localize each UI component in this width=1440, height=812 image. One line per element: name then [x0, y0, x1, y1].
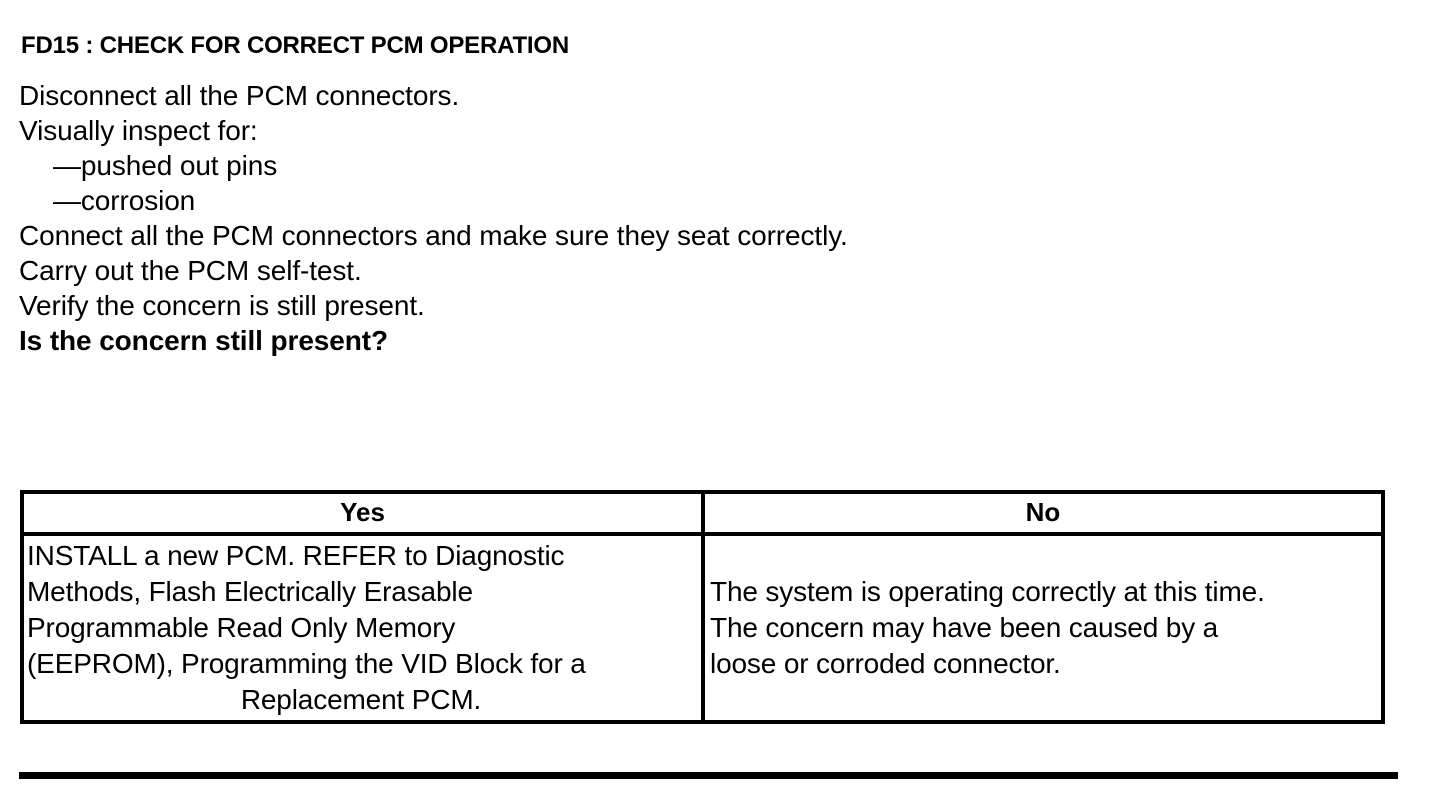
- decision-question: Is the concern still present?: [19, 325, 388, 356]
- column-header-no: No: [703, 494, 1381, 536]
- table-header-row: Yes No: [24, 494, 1381, 536]
- instruction-line: Verify the concern is still present.: [19, 290, 425, 321]
- cell-text-line: Methods, Flash Electrically Erasable: [27, 576, 473, 607]
- cell-text-line: INSTALL a new PCM. REFER to Diagnostic: [27, 540, 565, 571]
- decision-table: Yes No INSTALL a new PCM. REFER to Diagn…: [20, 490, 1385, 724]
- instruction-line: Carry out the PCM self-test.: [19, 255, 362, 286]
- instruction-line: Disconnect all the PCM connectors.: [19, 80, 460, 111]
- instruction-line: Connect all the PCM connectors and make …: [19, 220, 848, 251]
- cell-no-action: The system is operating correctly at thi…: [703, 534, 1381, 720]
- instruction-bullet: —corrosion: [53, 185, 196, 216]
- cell-text-line: The system is operating correctly at thi…: [710, 576, 1265, 607]
- section-divider-rule: [19, 772, 1398, 779]
- cell-text-line: The concern may have been caused by a: [710, 612, 1219, 643]
- page-title: FD15 : CHECK FOR CORRECT PCM OPERATION: [21, 32, 569, 59]
- table-row: INSTALL a new PCM. REFER to Diagnostic M…: [24, 534, 1381, 720]
- instruction-line: Visually inspect for:: [19, 115, 258, 146]
- instruction-bullet: —pushed out pins: [53, 150, 278, 181]
- cell-yes-action: INSTALL a new PCM. REFER to Diagnostic M…: [24, 534, 705, 720]
- column-header-yes: Yes: [24, 494, 705, 536]
- cell-text-line: Programmable Read Only Memory: [27, 612, 456, 643]
- cell-text-line: loose or corroded connector.: [710, 648, 1061, 679]
- cell-text-line: Replacement PCM.: [240, 684, 482, 715]
- instruction-list: Disconnect all the PCM connectors. Visua…: [19, 78, 1399, 358]
- cell-text-line: (EEPROM), Programming the VID Block for …: [27, 648, 586, 679]
